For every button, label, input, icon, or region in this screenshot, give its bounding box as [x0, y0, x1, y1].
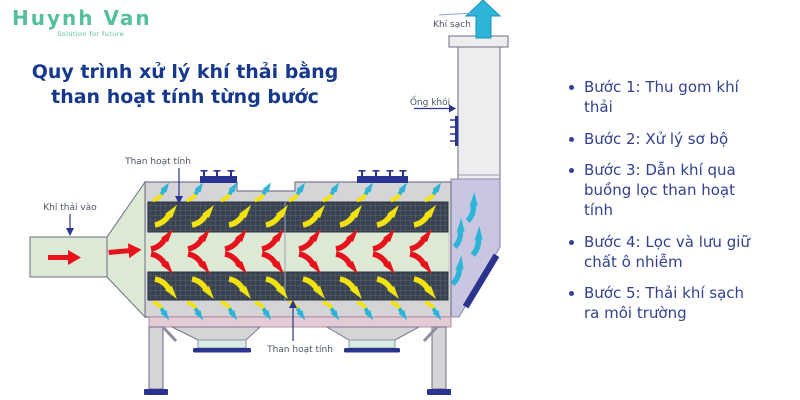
- clean-air-exit-arrow-icon: [464, 0, 502, 39]
- label-chimney: Ống khói: [410, 95, 450, 108]
- step-item-1: Bước 1: Thu gom khí thải: [567, 78, 759, 118]
- ladder-icon: [450, 116, 459, 146]
- label-inlet: Khí thải vào: [43, 202, 97, 213]
- carbon-bed-bottom: [147, 271, 449, 301]
- page-title: Quy trình xử lý khí thải bằng than hoạt …: [25, 60, 345, 110]
- chimney: [448, 35, 509, 181]
- step-text: Bước 3: Dẫn khí qua buồng lọc than hoạt …: [584, 161, 736, 219]
- label-clean-air: Khí sạch: [433, 20, 471, 30]
- step-text: Bước 1: Thu gom khí thải: [584, 78, 739, 116]
- support-frame: [144, 316, 452, 395]
- filter-housing: [144, 181, 452, 318]
- diagram-labels: Than hoạt tính Khí thải vào Than hoạt tí…: [43, 12, 475, 355]
- step-text: Bước 2: Xử lý sơ bộ: [584, 129, 729, 148]
- step-text: Bước 4: Lọc và lưu giữ chất ô nhiễm: [584, 232, 750, 271]
- damper-bar: [462, 253, 500, 309]
- step-item-5: Bước 5: Thải khí sạch ra môi trường: [567, 284, 759, 324]
- bullet-icon: [569, 291, 574, 297]
- step-text: Bước 5: Thải khí sạch ra môi trường: [584, 284, 745, 323]
- roof-hatches: [200, 170, 408, 183]
- page-title-line2: than hoạt tính từng bước: [51, 86, 319, 109]
- foot-left: [144, 389, 168, 395]
- step-item-3: Bước 3: Dẫn khí qua buồng lọc than hoạt …: [567, 161, 759, 220]
- hopper-left: [171, 326, 262, 353]
- page-title-line1: Quy trình xử lý khí thải bằng: [31, 61, 339, 83]
- steps-list: Bước 1: Thu gom khí thải Bước 2: Xử lý s…: [567, 78, 759, 336]
- label-carbon-bottom: Than hoạt tính: [266, 345, 333, 355]
- step-item-2: Bước 2: Xử lý sơ bộ: [567, 130, 759, 150]
- logo-tagline: Solution for future: [57, 30, 124, 38]
- label-carbon-top: Than hoạt tính: [124, 157, 191, 167]
- bullet-icon: [569, 85, 574, 90]
- process-diagram: Than hoạt tính Khí thải vào Than hoạt tí…: [29, 0, 509, 395]
- step-item-4: Bước 4: Lọc và lưu giữ chất ô nhiễm: [567, 233, 759, 273]
- bullet-icon: [569, 168, 574, 174]
- foot-right: [427, 389, 451, 395]
- bullet-icon: [569, 239, 574, 245]
- hopper-right: [325, 326, 420, 353]
- bullet-icon: [569, 136, 574, 142]
